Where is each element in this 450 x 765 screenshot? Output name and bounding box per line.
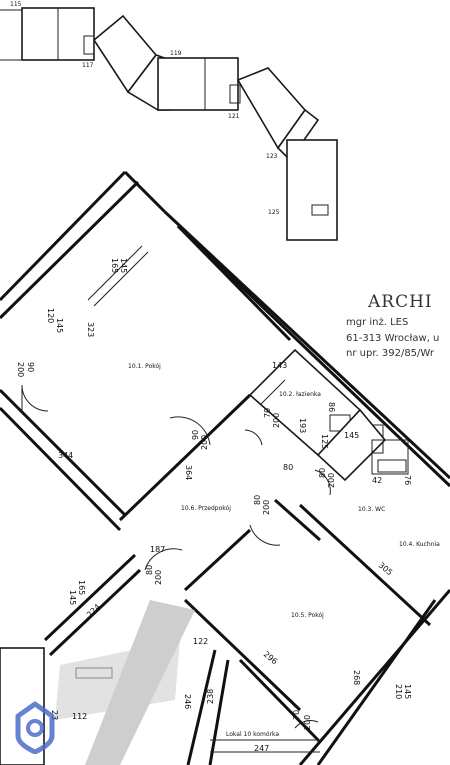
dimension-label: 143: [272, 361, 287, 370]
room-label: Lokal 10 komórka: [226, 731, 279, 738]
dimension-label: 247: [254, 744, 269, 753]
dimension-label: 145: [403, 684, 412, 699]
room-label: 10.3. WC: [358, 506, 385, 513]
dimension-label: 70: [263, 408, 272, 418]
staircase-outline: [0, 7, 338, 241]
staircase-number: 119: [170, 50, 182, 57]
blurred-area: [55, 600, 195, 765]
dimension-label: 86: [327, 402, 336, 412]
dimension-label: 70: [292, 710, 301, 720]
stamp-line: mgr inż. LES: [346, 317, 408, 328]
dimension-label: 344: [58, 451, 73, 460]
dimension-label: 122: [193, 637, 208, 646]
dimension-label: 80: [283, 463, 293, 472]
architect-stamp: ARCHI mgr inż. LES 61-313 Wrocław, u nr …: [346, 292, 439, 359]
door-swings: [21, 384, 331, 729]
dimension-label: 80: [145, 565, 154, 575]
dimension-label: 193: [298, 418, 307, 433]
staircase-number: 115: [10, 1, 22, 8]
dimension-label: 200: [272, 413, 281, 428]
dimension-label: 80: [318, 468, 327, 478]
dimension-label: 210: [394, 684, 403, 699]
staircase-number: 121: [228, 113, 240, 120]
dimension-label: 145: [119, 258, 128, 273]
room-label: 10.2. łazienka: [279, 391, 321, 398]
dimension-label: 305: [377, 561, 394, 578]
dimension-label: 200: [303, 715, 312, 730]
dimension-label: 125: [320, 434, 329, 449]
dimension-label: 187: [150, 545, 165, 554]
dimension-label: 90: [26, 362, 35, 372]
dimension-labels: 165 145 120 145 323 90 200 344 143 86 70…: [16, 258, 412, 753]
stamp-line: 61-313 Wrocław, u: [346, 333, 439, 344]
room-label: 10.1. Pokój: [128, 363, 161, 370]
dimension-label: 165: [77, 580, 86, 595]
dimension-label: 200: [200, 435, 209, 450]
dimension-label: 200: [327, 473, 336, 488]
dimension-label: 296: [262, 650, 279, 667]
dimension-label: 200: [16, 362, 25, 377]
dimension-label: 200: [154, 570, 163, 585]
room-label: 10.5. Pokój: [291, 612, 324, 619]
dimension-label: 90: [191, 430, 200, 440]
staircase-number: 123: [266, 153, 278, 160]
stamp-line: nr upr. 392/85/Wr: [346, 348, 435, 359]
house-location-icon: [15, 701, 55, 754]
dimension-label: 120: [46, 308, 55, 323]
dimension-label: 268: [352, 670, 361, 685]
dimension-label: 224: [85, 602, 102, 619]
staircase-number: 117: [82, 62, 94, 69]
dimension-label: 145: [344, 431, 359, 440]
dimension-label: 238: [206, 689, 215, 704]
dimension-label: 200: [262, 500, 271, 515]
dimension-label: 23: [50, 710, 59, 720]
room-label: 10.6. Przedpokój: [181, 505, 231, 512]
staircase-number: 125: [268, 209, 280, 216]
dimension-label: 246: [183, 694, 192, 709]
dimension-label: 76: [403, 475, 412, 485]
dimension-label: 145: [68, 590, 77, 605]
dimension-label: 165: [110, 258, 119, 273]
stamp-title: ARCHI: [367, 292, 433, 312]
dimension-label: 323: [86, 322, 95, 337]
dimension-label: 364: [184, 465, 193, 480]
dimension-label: 112: [72, 712, 87, 721]
dimension-label: 145: [55, 318, 64, 333]
dimension-label: 80: [253, 495, 262, 505]
room-label: 10.4. Kuchnia: [399, 541, 440, 548]
dimension-label: 42: [372, 476, 382, 485]
